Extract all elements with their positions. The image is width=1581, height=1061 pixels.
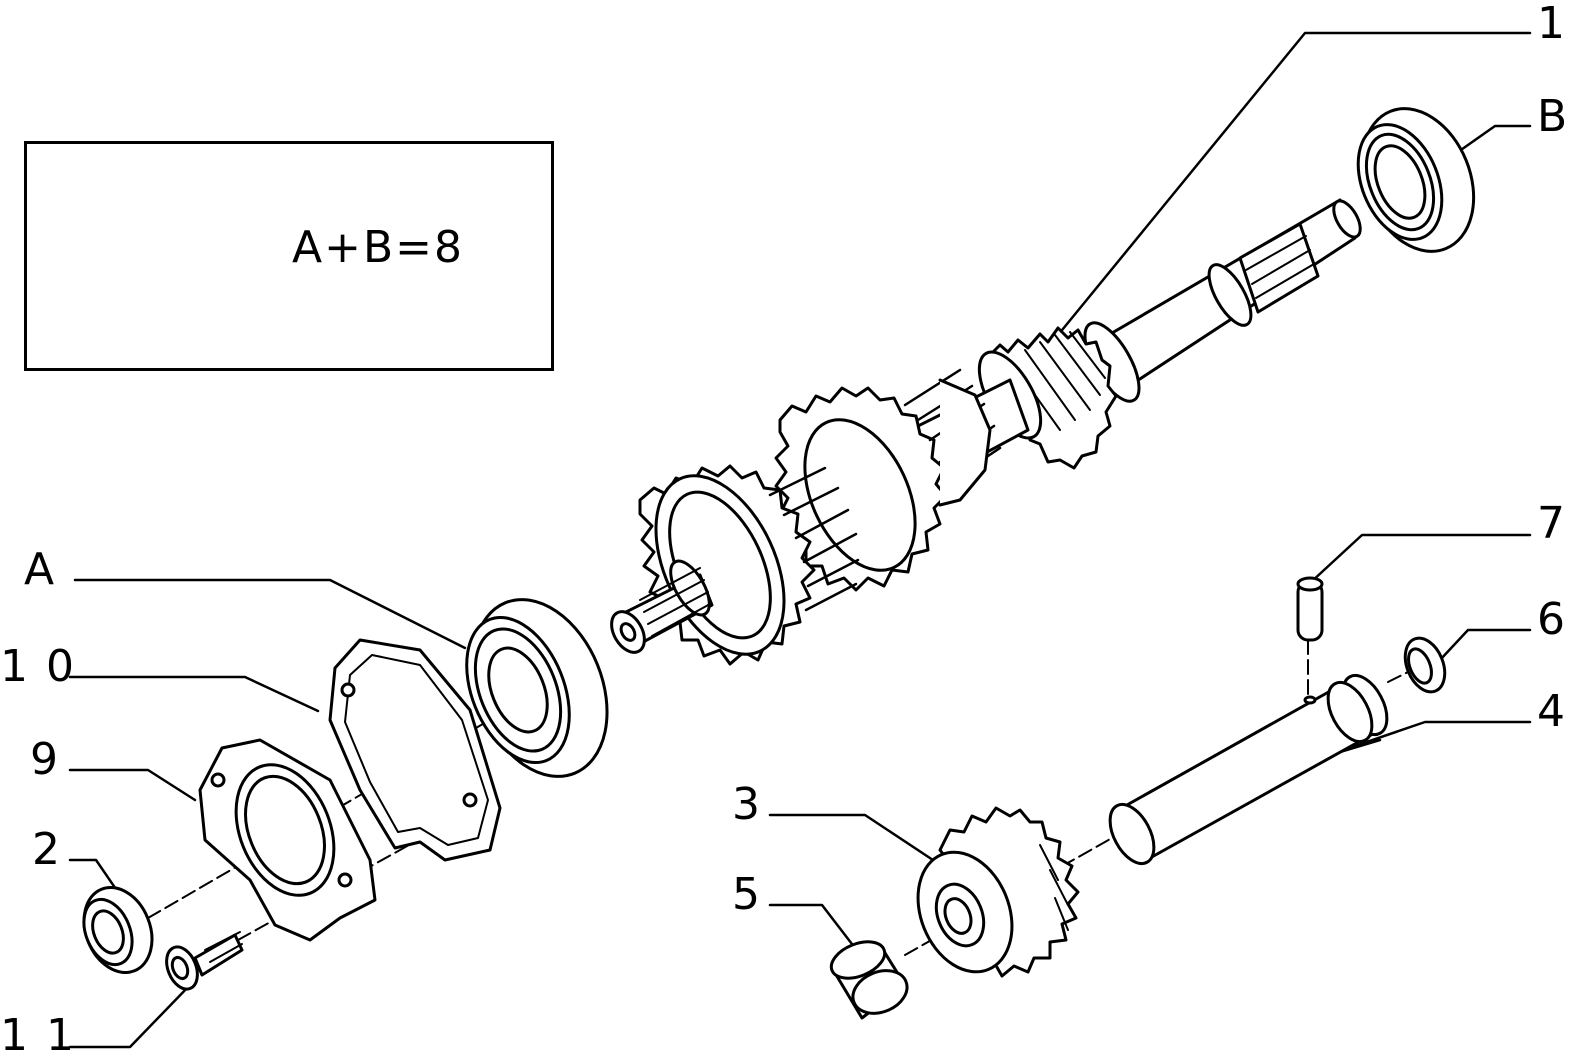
bearing-b [1356, 107, 1476, 253]
seal-2 [82, 885, 154, 975]
callout-11: 1 1 [0, 1010, 76, 1061]
lubricant-legend-box: A+B=8 [24, 141, 554, 371]
leader-B [1456, 124, 1532, 154]
lubricant-formula: A+B=8 [292, 222, 465, 273]
mainshaft [610, 198, 1362, 666]
leader-5 [768, 903, 857, 950]
flange-plate-9 [198, 738, 377, 942]
leader-6 [1438, 628, 1532, 662]
leader-3 [768, 813, 947, 870]
leader-7 [1308, 533, 1532, 585]
bush-5 [829, 940, 909, 1020]
leader-lines [68, 31, 1532, 1049]
leader-11 [68, 983, 192, 1049]
callout-10: 1 0 [0, 641, 76, 692]
shaft-4 [1108, 674, 1389, 865]
gear-large-middle [774, 368, 1002, 592]
pin-7 [1296, 576, 1324, 642]
callout-5: 5 [732, 869, 762, 920]
washer-6 [1403, 636, 1447, 694]
callout-3: 3 [732, 779, 762, 830]
gasket-10 [328, 638, 502, 862]
callout-9: 9 [30, 734, 60, 785]
leader-4 [1318, 720, 1532, 760]
callout-b: B [1537, 91, 1570, 142]
idler-gear-3 [916, 806, 1080, 978]
bolt-11 [165, 931, 244, 991]
callout-6: 6 [1537, 594, 1567, 645]
leader-10 [68, 675, 320, 713]
leader-2 [68, 858, 122, 897]
leader-9 [68, 768, 197, 802]
callout-4: 4 [1537, 686, 1567, 737]
callout-2: 2 [32, 824, 62, 875]
callout-a: A [24, 544, 57, 595]
callout-1: 1 [1537, 0, 1567, 49]
leader-A [73, 578, 467, 650]
leader-1 [1056, 31, 1532, 337]
callout-7: 7 [1537, 498, 1567, 549]
bearing-a [465, 598, 609, 778]
